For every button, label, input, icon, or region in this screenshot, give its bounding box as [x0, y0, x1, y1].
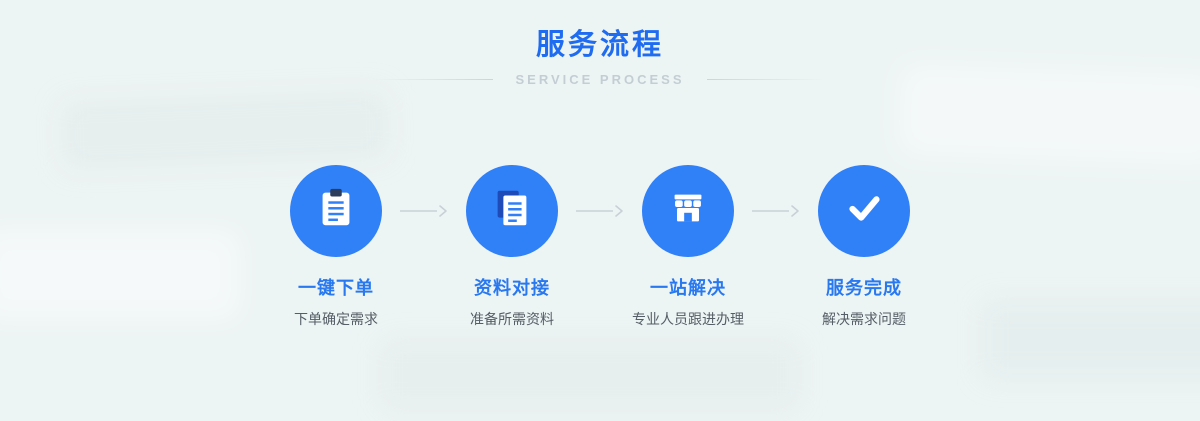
checkmark-icon: [841, 185, 887, 236]
step-materials: 资料对接 准备所需资料: [451, 164, 573, 329]
step-title: 一站解决: [650, 277, 726, 298]
flow-arrow-icon: [399, 204, 449, 218]
clipboard-icon: [313, 185, 359, 236]
section-title: 服务流程: [535, 29, 664, 61]
step-title: 服务完成: [826, 277, 902, 298]
step-description: 专业人员跟进办理: [632, 310, 744, 327]
step-complete: 服务完成 解决需求问题: [803, 164, 925, 329]
step-order: 一键下单 下单确定需求: [275, 164, 397, 329]
storefront-icon: [665, 185, 711, 236]
section-subtitle-row: SERVICE PROCESS: [0, 72, 1200, 87]
background-watermark-shape: [58, 89, 392, 171]
step-solution: 一站解决 专业人员跟进办理: [627, 164, 749, 329]
divider-line-right: [706, 78, 825, 80]
documents-icon: [489, 185, 535, 236]
step-title: 一键下单: [298, 277, 374, 298]
step-icon-circle: [466, 164, 558, 257]
step-icon-circle: [818, 164, 910, 257]
step-icon-circle: [290, 164, 382, 257]
step-description: 准备所需资料: [470, 310, 554, 327]
divider-line-left: [375, 78, 494, 80]
background-watermark-shape: [380, 340, 800, 410]
section-subtitle: SERVICE PROCESS: [515, 71, 685, 87]
section-header: 服务流程 SERVICE PROCESS: [0, 0, 1200, 87]
step-description: 解决需求问题: [822, 310, 906, 327]
process-steps-row: 一键下单 下单确定需求: [0, 164, 1200, 329]
flow-arrow-icon: [575, 204, 625, 218]
step-icon-circle: [642, 164, 734, 257]
step-title: 资料对接: [474, 277, 550, 298]
step-description: 下单确定需求: [294, 310, 378, 327]
flow-arrow-icon: [751, 204, 801, 218]
